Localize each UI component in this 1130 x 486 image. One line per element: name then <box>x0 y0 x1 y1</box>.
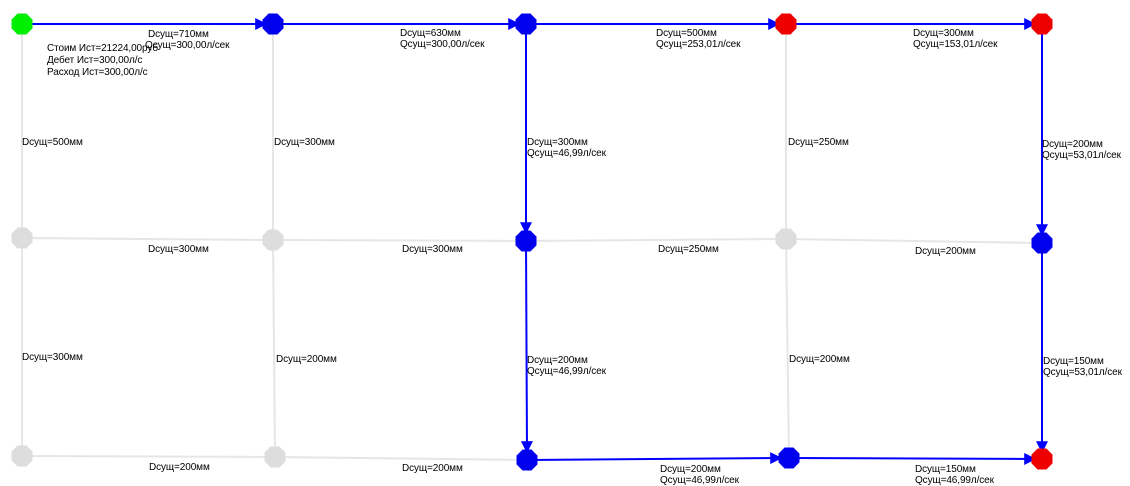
inactive-pipes <box>21 24 1043 461</box>
node-r3-c2[interactable] <box>264 446 286 468</box>
pipe-v2-c3-flow: Qсущ=46,99л/сек <box>527 366 606 377</box>
pipe-r2-c3-diameter: Dсущ=250мм <box>658 244 719 255</box>
pipe-r3-c2[interactable] <box>274 456 528 461</box>
pipe-v2-c5-diameter: Dсущ=150мм <box>1043 356 1104 367</box>
pipe-r1-c1-flow: Qсущ=300,00л/сек <box>145 40 230 51</box>
source-flow-label: Расход Ист=300,00л/с <box>47 67 148 78</box>
node-r3-c4[interactable] <box>778 447 800 469</box>
node-r1-c3[interactable] <box>515 13 537 35</box>
node-r2-c5[interactable] <box>1031 232 1053 254</box>
pipe-r1-c2-flow: Qсущ=300,00л/сек <box>400 39 485 50</box>
pipe-r1-c3-flow: Qсущ=253,01л/сек <box>656 39 741 50</box>
source-debit-label: Дебет Ист=300,00л/с <box>47 55 143 66</box>
pipe-r1-c4-diameter: Dсущ=300мм <box>913 28 974 39</box>
pipe-v1-c1-diameter: Dсущ=500мм <box>22 137 83 148</box>
source-cost-label: Стоим Ист=21224,00руб <box>47 43 158 54</box>
pipe-v2-c2[interactable] <box>272 239 276 458</box>
pipe-r3-c4-flow: Qсущ=46,99л/сек <box>915 475 994 486</box>
node-r3-c1[interactable] <box>11 445 33 467</box>
pipe-r1-c3-diameter: Dсущ=500мм <box>656 28 717 39</box>
pipe-v1-c3-diameter: Dсущ=300мм <box>527 137 588 148</box>
node-r2-c3[interactable] <box>515 230 537 252</box>
pipe-v2-c4-diameter: Dсущ=200мм <box>789 354 850 365</box>
node-r1-c4-deadend[interactable] <box>775 13 797 35</box>
pipe-r2-c1[interactable] <box>21 237 274 241</box>
pipe-r2-c4-diameter: Dсущ=200мм <box>915 246 976 257</box>
node-r2-c2[interactable] <box>262 229 284 251</box>
pipe-v1-c2-diameter: Dсущ=300мм <box>274 137 335 148</box>
pipe-r3-c3-flow: Qсущ=46,99л/сек <box>660 475 739 486</box>
pipe-v1-c3-flow: Qсущ=46,99л/сек <box>527 148 606 159</box>
pipe-r2-c1-diameter: Dсущ=300мм <box>148 244 209 255</box>
pipe-r1-c4-flow: Qсущ=153,01л/сек <box>913 39 998 50</box>
pipe-r3-c3[interactable] <box>526 452 783 465</box>
pipe-v2-c2-diameter: Dсущ=200мм <box>276 354 337 365</box>
pipe-r3-c2-diameter: Dсущ=200мм <box>402 463 463 474</box>
pipe-r1-c1-diameter: Dсущ=710мм <box>148 29 209 40</box>
pipe-v2-c1-diameter: Dсущ=300мм <box>22 352 83 363</box>
pipe-r3-c4[interactable] <box>788 452 1037 465</box>
pipe-v2-c3[interactable] <box>520 240 533 454</box>
pipe-r2-c4[interactable] <box>785 238 1043 244</box>
node-r3-c5-deadend[interactable] <box>1031 448 1053 470</box>
node-r2-c4[interactable] <box>775 228 797 250</box>
pipe-r1-c2-diameter: Dсущ=630мм <box>400 28 461 39</box>
pipe-r3-c3-diameter: Dсущ=200мм <box>660 464 721 475</box>
node-r1-c2[interactable] <box>262 13 284 35</box>
nodes <box>11 13 1053 471</box>
pipe-v2-c4[interactable] <box>785 238 790 458</box>
pipe-v1-c4-diameter: Dсущ=250мм <box>788 137 849 148</box>
pipe-r2-c2[interactable] <box>272 239 527 242</box>
pipe-r2-c2-diameter: Dсущ=300мм <box>402 244 463 255</box>
node-r3-c3[interactable] <box>516 449 538 471</box>
node-source[interactable] <box>11 13 33 35</box>
pipe-r2-c3[interactable] <box>525 238 787 242</box>
active-pipes <box>22 18 1048 465</box>
pipe-v2-c3-diameter: Dсущ=200мм <box>527 355 588 366</box>
pipe-v1-c5-diameter: Dсущ=200мм <box>1042 139 1103 150</box>
pipe-v2-c5-flow: Qсущ=53,01л/сек <box>1043 367 1122 378</box>
pipe-v1-c5-flow: Qсущ=53,01л/сек <box>1042 150 1121 161</box>
pipe-r3-c1[interactable] <box>21 455 276 458</box>
node-r2-c1[interactable] <box>11 227 33 249</box>
pipe-r3-c4-diameter: Dсущ=150мм <box>915 464 976 475</box>
node-r1-c5-deadend[interactable] <box>1031 13 1053 35</box>
pipe-r3-c1-diameter: Dсущ=200мм <box>149 462 210 473</box>
